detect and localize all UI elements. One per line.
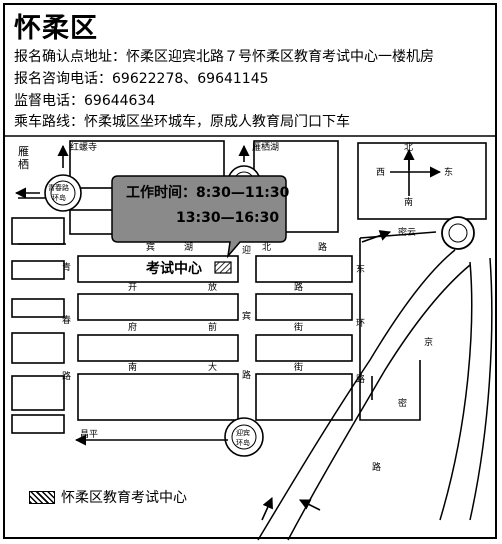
- road-nanda-1: 南: [128, 361, 137, 373]
- road-binhu-1: 宾: [146, 241, 155, 253]
- road-kaifang-2: 放: [208, 281, 217, 293]
- place-hongluo: 红螺寺: [70, 141, 97, 153]
- road-binhu-3: 北: [262, 242, 271, 253]
- place-miyun: 密云: [398, 226, 416, 238]
- road-kaifang-1: 开: [128, 282, 137, 293]
- road-qingchun-2: 春: [62, 314, 71, 326]
- address-line: 报名确认点地址：怀柔区迎宾北路７号怀柔区教育考试中心一楼机房: [14, 49, 434, 65]
- page-title: 怀柔区: [14, 13, 98, 44]
- compass-west: 西: [376, 167, 385, 178]
- legend-label: 怀柔区教育考试中心: [61, 490, 187, 506]
- compass: [390, 148, 442, 196]
- phone-line: 报名咨询电话：69622278、69641145: [14, 71, 269, 87]
- qingchun-ring-2: 环岛: [52, 193, 66, 202]
- qingchun-ring-1: 青春路: [48, 183, 69, 192]
- road-kaifang-3: 路: [294, 281, 303, 293]
- place-yanxi-lake: 雁栖湖: [252, 141, 279, 153]
- place-labels: 雁 栖 红螺寺 雁栖湖 密云 昌平 青春路 环岛 迎宾 环岛: [18, 141, 416, 447]
- road-qingchun-3: 路: [62, 370, 71, 382]
- compass-south: 南: [404, 196, 413, 208]
- road-binhu-2: 湖: [184, 242, 193, 253]
- map-frame: [3, 3, 497, 539]
- compass-east: 东: [444, 166, 453, 178]
- road-fuqian-1: 府: [128, 321, 137, 333]
- road-binhu-4: 路: [318, 241, 327, 253]
- bus-line: 乘车路线：怀柔城区坐环城车，原成人教育局门口下车: [14, 114, 350, 130]
- road-donghuan-3: 路: [356, 373, 365, 385]
- direction-arrows: [14, 144, 392, 521]
- place-changping: 昌平: [80, 429, 98, 440]
- road-nanda-3: 街: [294, 361, 303, 373]
- road-qingchun-1: 青: [62, 261, 71, 273]
- place-yanqi-2: 栖: [18, 157, 29, 171]
- exam-center-marker: [214, 261, 232, 274]
- exam-center-label: 考试中心: [146, 260, 202, 277]
- road-yingbin-2: 宾: [242, 310, 251, 322]
- road-jingmi-2: 密: [398, 397, 407, 409]
- roads: [18, 197, 493, 541]
- road-jingmi-3: 路: [372, 461, 381, 473]
- road-fuqian-3: 街: [294, 321, 303, 333]
- callout-line1: 工作时间：8:30—11:30: [126, 184, 290, 201]
- road-yingbin-1: 迎: [242, 244, 251, 256]
- road-labels: 宾 湖 北 路 开 放 路 府 前 街 南 大 街 青 春 路 迎 宾 路 东 …: [62, 241, 433, 473]
- road-donghuan-2: 环: [356, 318, 365, 329]
- road-fuqian-2: 前: [208, 321, 217, 333]
- yingbin-ring-1: 迎宾: [236, 428, 250, 437]
- callout-line2: 13:30—16:30: [176, 210, 279, 226]
- legend: 怀柔区教育考试中心: [29, 487, 187, 507]
- work-hours-callout: [111, 175, 287, 259]
- road-jingmi-1: 京: [424, 336, 433, 348]
- legend-hatch-icon: [29, 490, 55, 504]
- road-donghuan-1: 东: [356, 263, 365, 275]
- road-nanda-2: 大: [208, 361, 217, 373]
- yingbin-ring-2: 环岛: [236, 438, 250, 447]
- compass-north: 北: [404, 142, 413, 153]
- supervision-line: 监督电话：69644634: [14, 93, 156, 109]
- place-yanqi-1: 雁: [18, 145, 29, 158]
- road-yingbin-3: 路: [242, 369, 251, 381]
